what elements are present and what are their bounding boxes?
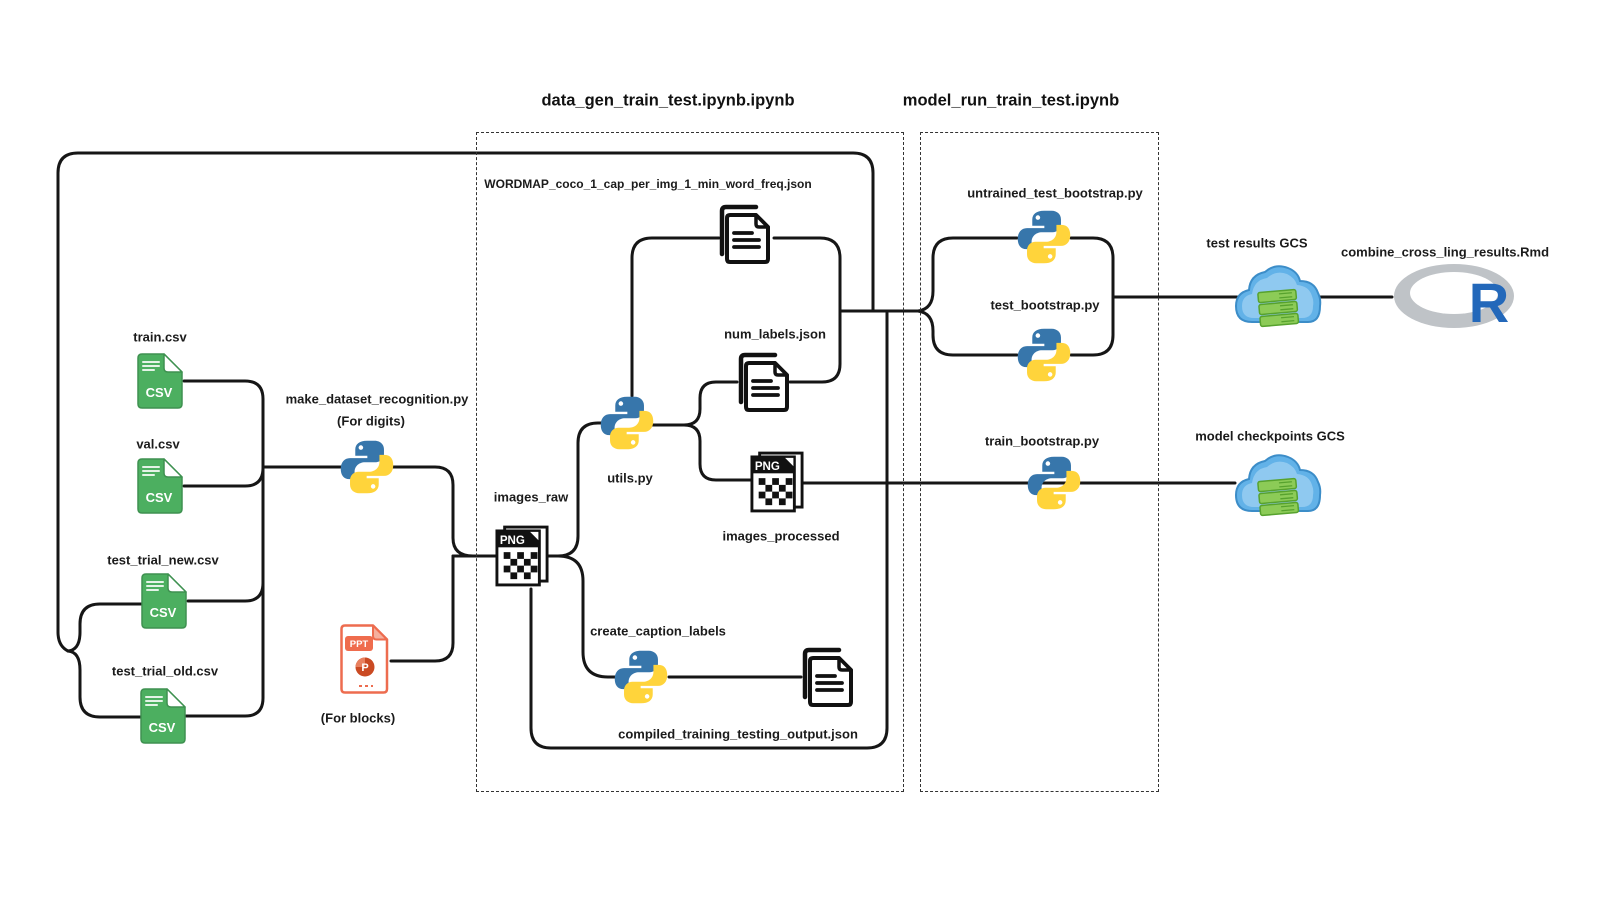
label-compiled-output-json: compiled_training_testing_output.json <box>618 726 858 742</box>
test-bootstrap-python-icon <box>1016 327 1072 383</box>
num-labels-json-doc-icon <box>735 350 793 414</box>
model-checkpoints-gcs-cloud-icon <box>1230 447 1326 525</box>
label-val-csv: val.csv <box>136 436 180 452</box>
test-trial-old-csv-file-icon <box>140 688 186 744</box>
compiled-output-json-doc-icon <box>799 645 857 709</box>
wire-numlabels-to-main <box>788 310 842 384</box>
data-gen-notebook-title: data_gen_train_test.ipynb.ipynb <box>541 91 795 110</box>
wire-brace-to-testbootstrap <box>916 309 1019 357</box>
wire-testold-to-merge <box>184 581 265 718</box>
wire-imagesraw-to-utils <box>544 421 604 558</box>
label-test-trial-new-csv: test_trial_new.csv <box>107 552 219 568</box>
data-gen-notebook-box <box>476 132 904 792</box>
untrained-test-bootstrap-python-icon <box>1016 209 1072 265</box>
wordmap-json-doc-icon <box>716 202 774 266</box>
create-caption-python-icon <box>613 649 669 705</box>
images-processed-png-icon <box>750 450 804 514</box>
train-bootstrap-python-icon <box>1026 455 1082 511</box>
label-test-results-gcs: test results GCS <box>1206 235 1308 251</box>
test-trial-new-csv-file-icon <box>141 573 187 629</box>
label-make-dataset-recognition: make_dataset_recognition.py <box>285 391 469 407</box>
utils-python-icon <box>599 395 655 451</box>
train-csv-file-icon <box>137 353 183 409</box>
model-run-notebook-box <box>920 132 1159 792</box>
wire-val-to-merge <box>182 464 265 488</box>
val-csv-file-icon <box>137 458 183 514</box>
wire-utils-to-numlabels <box>648 380 739 427</box>
label-untrained-test-bootstrap: untrained_test_bootstrap.py <box>967 185 1143 201</box>
label-combine-cross-ling-results: combine_cross_ling_results.Rmd <box>1340 244 1550 260</box>
wire-ppt-out <box>389 554 455 663</box>
wire-wordmap-to-main <box>772 236 842 313</box>
label-model-checkpoints-gcs: model checkpoints GCS <box>1195 428 1345 444</box>
label-num-labels-json: num_labels.json <box>724 326 826 342</box>
label-for-blocks: (For blocks) <box>320 710 396 726</box>
wire-brace-to-untrained <box>916 236 1019 313</box>
images-raw-png-icon <box>495 524 549 588</box>
label-for-digits: (For digits) <box>337 413 405 429</box>
label-train-csv: train.csv <box>133 329 187 345</box>
label-images-processed: images_processed <box>722 528 840 544</box>
test-results-gcs-cloud-icon <box>1230 258 1326 336</box>
label-train-bootstrap: train_bootstrap.py <box>984 433 1100 449</box>
label-utils-py: utils.py <box>607 470 653 486</box>
r-logo-icon <box>1390 260 1530 334</box>
wire-makedataset-out <box>391 465 475 558</box>
wire-utils-to-imagesprocessed <box>682 423 754 482</box>
model-run-notebook-title: model_run_train_test.ipynb <box>902 91 1120 110</box>
label-test-trial-old-csv: test_trial_old.csv <box>111 663 219 679</box>
label-wordmap-json: WORDMAP_coco_1_cap_per_img_1_min_word_fr… <box>484 177 812 191</box>
make-dataset-python-icon <box>339 439 395 495</box>
ppt-file-icon <box>340 624 392 694</box>
label-create-caption-labels: create_caption_labels <box>590 623 726 639</box>
wire-imagesraw-bottom-loop <box>529 311 889 750</box>
label-images-raw: images_raw <box>493 489 569 505</box>
wire-testold-left-brace <box>66 649 148 719</box>
wire-testnew-left-brace <box>66 602 148 653</box>
wire-utils-to-wordmap <box>630 236 721 398</box>
wire-train-to-merge <box>182 379 265 469</box>
label-test-bootstrap: test_bootstrap.py <box>990 297 1100 313</box>
wire-imagesraw-to-createcaption <box>556 554 618 679</box>
wire-top-loop <box>56 151 875 653</box>
